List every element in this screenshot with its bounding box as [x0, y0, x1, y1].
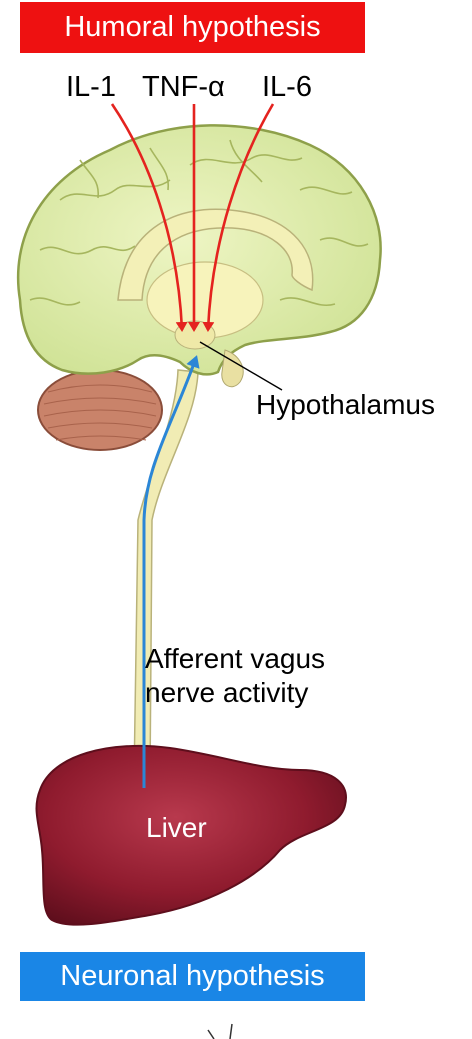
liver-label: Liver	[146, 812, 207, 843]
il6-arrow	[202, 103, 275, 332]
vagus-label-line-1: Afferent vagus	[145, 643, 326, 674]
vagus-arrow	[142, 355, 200, 788]
humoral-hypothesis-banner: Humoral hypothesis	[20, 2, 365, 53]
neuronal-hypothesis-banner: Neuronal hypothesis	[20, 952, 365, 1001]
il6-label: IL-6	[262, 71, 312, 103]
liver	[35, 744, 347, 926]
pituitary	[221, 349, 244, 388]
hypothalamus-pointer	[199, 341, 283, 391]
humoral-hypothesis-text: Humoral hypothesis	[64, 11, 321, 43]
hypothalamus-label: Hypothalamus	[256, 389, 435, 420]
il1-arrow	[110, 103, 188, 332]
il1-label: IL-1	[66, 71, 116, 103]
afferent-vagus-label: Afferent vagus nerve activity	[145, 642, 385, 710]
tnf-alpha-label: TNF-α	[142, 71, 225, 103]
cerebrum	[16, 124, 382, 376]
bottom-mark	[207, 1023, 233, 1039]
neuronal-hypothesis-text: Neuronal hypothesis	[60, 960, 325, 992]
vagus-label-line-2: nerve activity	[145, 677, 309, 708]
cerebellum-folds	[43, 384, 157, 441]
